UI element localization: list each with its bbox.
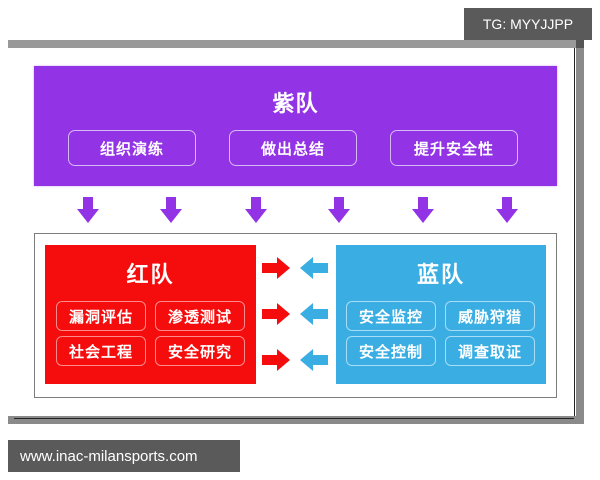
blue-item-forensics: 调查取证	[445, 336, 535, 366]
purple-team-title: 紫队	[272, 92, 319, 117]
down-arrow-icon	[245, 197, 267, 223]
frame-top-bar	[8, 40, 576, 48]
blue-item-security-control: 安全控制	[346, 336, 436, 366]
purple-item-organize-drill: 组织演练	[68, 130, 196, 166]
blue-team-title: 蓝队	[416, 263, 465, 288]
red-item-social-engineering: 社会工程	[56, 336, 146, 366]
frame-corner	[576, 40, 584, 48]
frame-right-bar	[576, 40, 584, 424]
tg-watermark: TG: MYYJJPP	[464, 8, 592, 40]
frame-right-line	[574, 48, 575, 420]
left-arrow-icon	[300, 257, 328, 279]
blue-item-threat-hunting: 威胁狩猎	[445, 301, 535, 331]
red-item-security-research: 安全研究	[155, 336, 245, 366]
red-team-title: 红队	[126, 263, 175, 288]
red-item-pentest: 渗透测试	[155, 301, 245, 331]
red-team-box: 红队 漏洞评估 渗透测试 社会工程 安全研究	[45, 245, 256, 384]
right-arrow-icon	[262, 349, 290, 371]
down-arrow-icon	[160, 197, 182, 223]
purple-item-improve-security: 提升安全性	[390, 130, 518, 166]
right-arrow-icon	[262, 257, 290, 279]
down-arrow-icon	[412, 197, 434, 223]
down-arrow-icon	[328, 197, 350, 223]
purple-item-summarize: 做出总结	[229, 130, 357, 166]
left-arrow-icon	[300, 349, 328, 371]
frame-bottom-line	[14, 418, 574, 419]
blue-item-security-monitoring: 安全监控	[346, 301, 436, 331]
blue-team-box: 蓝队 安全监控 威胁狩猎 安全控制 调查取证	[336, 245, 546, 384]
down-arrow-icon	[496, 197, 518, 223]
red-item-vuln-assessment: 漏洞评估	[56, 301, 146, 331]
purple-team-box: 紫队 组织演练 做出总结 提升安全性	[34, 66, 557, 186]
right-arrow-icon	[262, 303, 290, 325]
left-arrow-icon	[300, 303, 328, 325]
down-arrow-icon	[77, 197, 99, 223]
url-watermark: www.inac-milansports.com	[8, 440, 240, 472]
frame-bottom-bar	[8, 416, 584, 424]
